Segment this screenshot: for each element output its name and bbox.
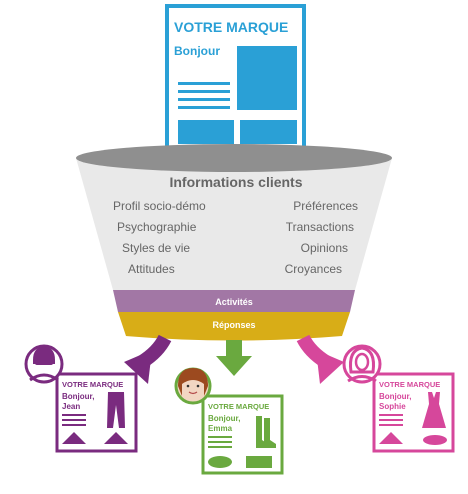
funnel-right-item: Opinions bbox=[301, 241, 348, 255]
card-emma-text-line bbox=[208, 446, 232, 448]
card-sophie-name: Sophie bbox=[379, 402, 406, 411]
main-card-text-line bbox=[178, 106, 230, 109]
card-sophie-text-line bbox=[379, 424, 403, 426]
card-emma-shape-rect bbox=[246, 456, 272, 468]
card-sophie-text-line bbox=[379, 419, 403, 421]
card-jean-shape-triangle bbox=[62, 432, 86, 444]
funnel-left-item: Attitudes bbox=[128, 262, 175, 276]
man-avatar-icon bbox=[24, 344, 64, 384]
card-jean-text-line bbox=[62, 414, 86, 416]
funnel-right-item: Transactions bbox=[286, 220, 354, 234]
card-jean: VOTRE MARQUE Bonjour, Jean bbox=[24, 344, 138, 453]
arrow-head-left bbox=[124, 350, 152, 384]
funnel-left-item: Psychographie bbox=[117, 220, 197, 234]
trousers-icon bbox=[107, 392, 125, 428]
card-emma-text-line bbox=[208, 436, 232, 438]
arrow-to-jean bbox=[124, 334, 172, 384]
card-emma-name: Emma bbox=[208, 424, 233, 433]
funnel-band-responses-label: Réponses bbox=[212, 320, 255, 330]
card-jean-shape-triangle bbox=[104, 432, 128, 444]
card-sophie-text-line bbox=[379, 414, 403, 416]
card-emma-greeting: Bonjour, bbox=[208, 414, 240, 423]
main-card-greeting: Bonjour bbox=[174, 44, 220, 58]
card-jean-name: Jean bbox=[62, 402, 80, 411]
main-card-text-line bbox=[178, 90, 230, 93]
card-emma-text-line bbox=[208, 441, 232, 443]
main-card-button-right bbox=[240, 120, 297, 144]
woman-photo-avatar-icon bbox=[174, 367, 212, 405]
card-emma-brand: VOTRE MARQUE bbox=[208, 402, 269, 411]
dress-icon bbox=[422, 392, 446, 428]
main-brand-card: VOTRE MARQUE Bonjour bbox=[165, 4, 306, 156]
card-sophie-shape-triangle bbox=[379, 432, 403, 444]
arrow-head-right bbox=[316, 350, 344, 384]
funnel-top-rim bbox=[76, 144, 392, 172]
card-jean-greeting: Bonjour, bbox=[62, 392, 94, 401]
arrow-to-sophie bbox=[296, 334, 344, 384]
arrow-to-emma bbox=[216, 340, 252, 376]
card-emma: VOTRE MARQUE Bonjour, Emma bbox=[174, 367, 284, 475]
card-jean-text-line bbox=[62, 419, 86, 421]
main-card-text-line bbox=[178, 98, 230, 101]
card-sophie-brand: VOTRE MARQUE bbox=[379, 380, 440, 389]
main-card-brand: VOTRE MARQUE bbox=[174, 19, 288, 35]
card-jean-text-line bbox=[62, 424, 86, 426]
boots-icon bbox=[264, 418, 276, 448]
main-card-image-placeholder bbox=[237, 46, 297, 110]
card-sophie-greeting: Bonjour, bbox=[379, 392, 411, 401]
funnel-right-item: Croyances bbox=[285, 262, 342, 276]
main-card-button-left bbox=[178, 120, 234, 144]
card-jean-brand: VOTRE MARQUE bbox=[62, 380, 123, 389]
funnel-band-responses bbox=[118, 312, 350, 341]
funnel-left-item: Styles de vie bbox=[122, 241, 190, 255]
card-emma-shape-ellipse bbox=[208, 456, 232, 468]
funnel-body bbox=[76, 158, 392, 290]
boots-icon bbox=[256, 416, 268, 448]
funnel-right-item: Préférences bbox=[293, 199, 358, 213]
funnel-left-item: Profil socio-démo bbox=[113, 199, 206, 213]
funnel-band-activities bbox=[113, 290, 355, 312]
main-card-text-line bbox=[178, 82, 230, 85]
card-sophie: VOTRE MARQUE Bonjour, Sophie bbox=[342, 344, 455, 453]
arrow-shaft-middle bbox=[226, 340, 242, 358]
woman-avatar-icon bbox=[342, 344, 382, 384]
customer-info-funnel: Informations clients Profil socio-démo P… bbox=[76, 144, 392, 341]
funnel-band-activities-label: Activités bbox=[215, 297, 253, 307]
funnel-title: Informations clients bbox=[169, 174, 302, 190]
card-sophie-shape-ellipse bbox=[423, 435, 447, 445]
arrow-head-middle bbox=[216, 356, 252, 376]
